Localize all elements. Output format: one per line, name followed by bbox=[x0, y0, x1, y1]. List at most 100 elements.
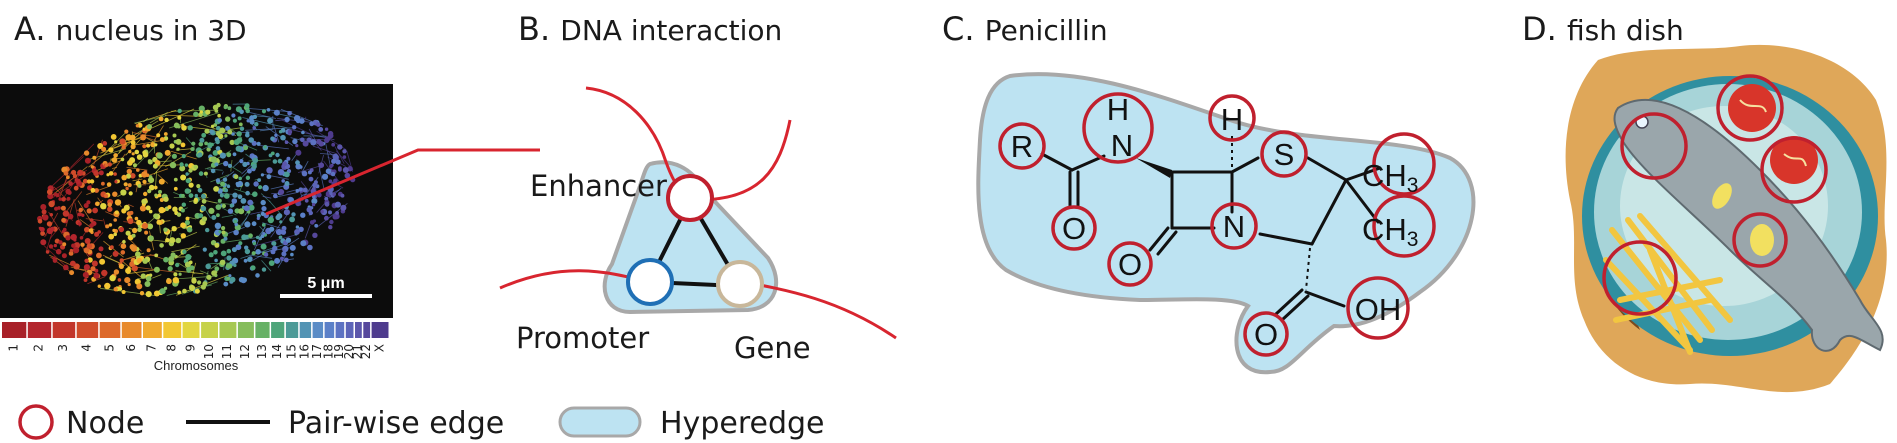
nucleus-bead bbox=[147, 223, 154, 230]
nucleus-bead bbox=[141, 222, 148, 229]
panel-a-title: A. nucleus in 3D bbox=[14, 10, 247, 48]
nucleus-bead bbox=[193, 197, 199, 203]
nucleus-bead bbox=[125, 230, 131, 236]
nucleus-bead bbox=[238, 122, 243, 127]
nucleus-bead bbox=[328, 210, 332, 215]
nucleus-bead bbox=[189, 285, 196, 291]
nucleus-bead bbox=[159, 198, 164, 202]
nucleus-bead bbox=[202, 247, 207, 252]
tomato bbox=[1728, 84, 1776, 132]
nucleus-bead bbox=[226, 248, 232, 254]
nucleus-bead bbox=[245, 175, 251, 180]
nucleus-link bbox=[112, 167, 118, 169]
colorbar-tick-label: 1 bbox=[6, 344, 20, 352]
nucleus-bead bbox=[61, 217, 66, 223]
legend-edge-label: Pair-wise edge bbox=[288, 406, 504, 441]
nucleus-bead bbox=[168, 256, 175, 262]
nucleus-bead bbox=[48, 200, 55, 208]
atom-n-amide: N bbox=[1111, 128, 1133, 163]
nucleus-link bbox=[206, 175, 208, 179]
nucleus-bead bbox=[232, 152, 237, 157]
nucleus-bead bbox=[256, 141, 261, 146]
nucleus-bead bbox=[153, 266, 160, 273]
nucleus-bead bbox=[210, 156, 218, 163]
nucleus-bead bbox=[279, 220, 283, 224]
nucleus-bead bbox=[113, 232, 117, 237]
nucleus-link bbox=[214, 202, 231, 205]
nucleus-bead bbox=[221, 226, 226, 231]
nucleus-link bbox=[132, 132, 158, 138]
nucleus-bead bbox=[256, 216, 260, 220]
nucleus-bead bbox=[228, 274, 232, 278]
nucleus-bead bbox=[302, 187, 308, 193]
nucleus-bead bbox=[245, 108, 250, 114]
node-o-lactam bbox=[1107, 241, 1153, 287]
nucleus-bead bbox=[267, 216, 274, 224]
colorbar-segment bbox=[355, 322, 362, 338]
nucleus-bead bbox=[199, 137, 205, 143]
nucleus-bead bbox=[169, 237, 176, 244]
nucleus-link bbox=[188, 217, 197, 220]
nucleus-bead bbox=[158, 189, 162, 194]
atom-h: H bbox=[1221, 102, 1243, 137]
nucleus-bead bbox=[148, 273, 153, 277]
nucleus-bead bbox=[205, 227, 210, 233]
nucleus-bead bbox=[163, 227, 168, 233]
nucleus-bead bbox=[134, 216, 139, 221]
bond-lactam-o-2 bbox=[1156, 230, 1178, 256]
nucleus-bead bbox=[140, 134, 147, 141]
nucleus-bead bbox=[272, 245, 278, 251]
colorbar-tick-label: 21 bbox=[351, 344, 365, 359]
nucleus-bead bbox=[142, 144, 147, 149]
nucleus-bead bbox=[68, 181, 73, 186]
nucleus-bead bbox=[41, 209, 47, 215]
nucleus-bead bbox=[173, 272, 178, 277]
nucleus-bead bbox=[244, 103, 250, 109]
nucleus-bead bbox=[175, 138, 182, 145]
bond-c-o-acid-2 bbox=[1280, 294, 1310, 322]
nucleus-bead bbox=[219, 127, 226, 134]
nucleus-bead bbox=[101, 146, 107, 152]
fry bbox=[1625, 217, 1715, 333]
nucleus-bead bbox=[229, 276, 236, 283]
nucleus-bead bbox=[204, 128, 210, 134]
nucleus-bead bbox=[136, 257, 142, 264]
nucleus-bead bbox=[112, 191, 118, 197]
nucleus-bead bbox=[37, 219, 43, 224]
nucleus-bead bbox=[223, 160, 229, 167]
nucleus-3d-image bbox=[37, 102, 356, 298]
colorbar-segment bbox=[324, 322, 335, 338]
nucleus-bead bbox=[158, 178, 165, 185]
nucleus-bead bbox=[84, 238, 91, 244]
nucleus-bead bbox=[90, 187, 96, 193]
nucleus-bead bbox=[146, 143, 151, 148]
nucleus-bead bbox=[196, 184, 201, 189]
nucleus-bead bbox=[223, 105, 228, 110]
nucleus-bead bbox=[134, 149, 140, 155]
nucleus-bead bbox=[58, 240, 63, 245]
penicillin-bonds bbox=[1040, 136, 1382, 322]
nucleus-bead bbox=[258, 185, 263, 190]
nucleus-bead bbox=[176, 212, 182, 217]
nucleus-bead bbox=[137, 183, 142, 188]
label-promoter: Promoter bbox=[516, 321, 649, 355]
nucleus-bead bbox=[109, 274, 116, 282]
nucleus-bead bbox=[91, 260, 98, 267]
colorbar-tick-label: 8 bbox=[165, 344, 179, 352]
panel-b: B. DNA interaction Enhancer Promoter Gen… bbox=[499, 10, 897, 365]
nucleus-link bbox=[248, 159, 271, 162]
nucleus-bead bbox=[53, 243, 57, 248]
panel-a-letter: A. bbox=[14, 10, 46, 48]
nucleus-bead bbox=[70, 260, 76, 267]
nucleus-bead bbox=[118, 263, 124, 269]
nucleus-bead bbox=[161, 208, 166, 213]
nucleus-bead bbox=[243, 205, 250, 212]
nucleus-bead bbox=[139, 205, 147, 212]
nucleus-bead bbox=[73, 238, 77, 242]
nucleus-bead bbox=[53, 192, 58, 197]
nucleus-bead bbox=[108, 223, 113, 227]
nucleus-link bbox=[200, 270, 209, 275]
nucleus-bead bbox=[146, 124, 152, 130]
bond-n-ch bbox=[1258, 232, 1314, 246]
